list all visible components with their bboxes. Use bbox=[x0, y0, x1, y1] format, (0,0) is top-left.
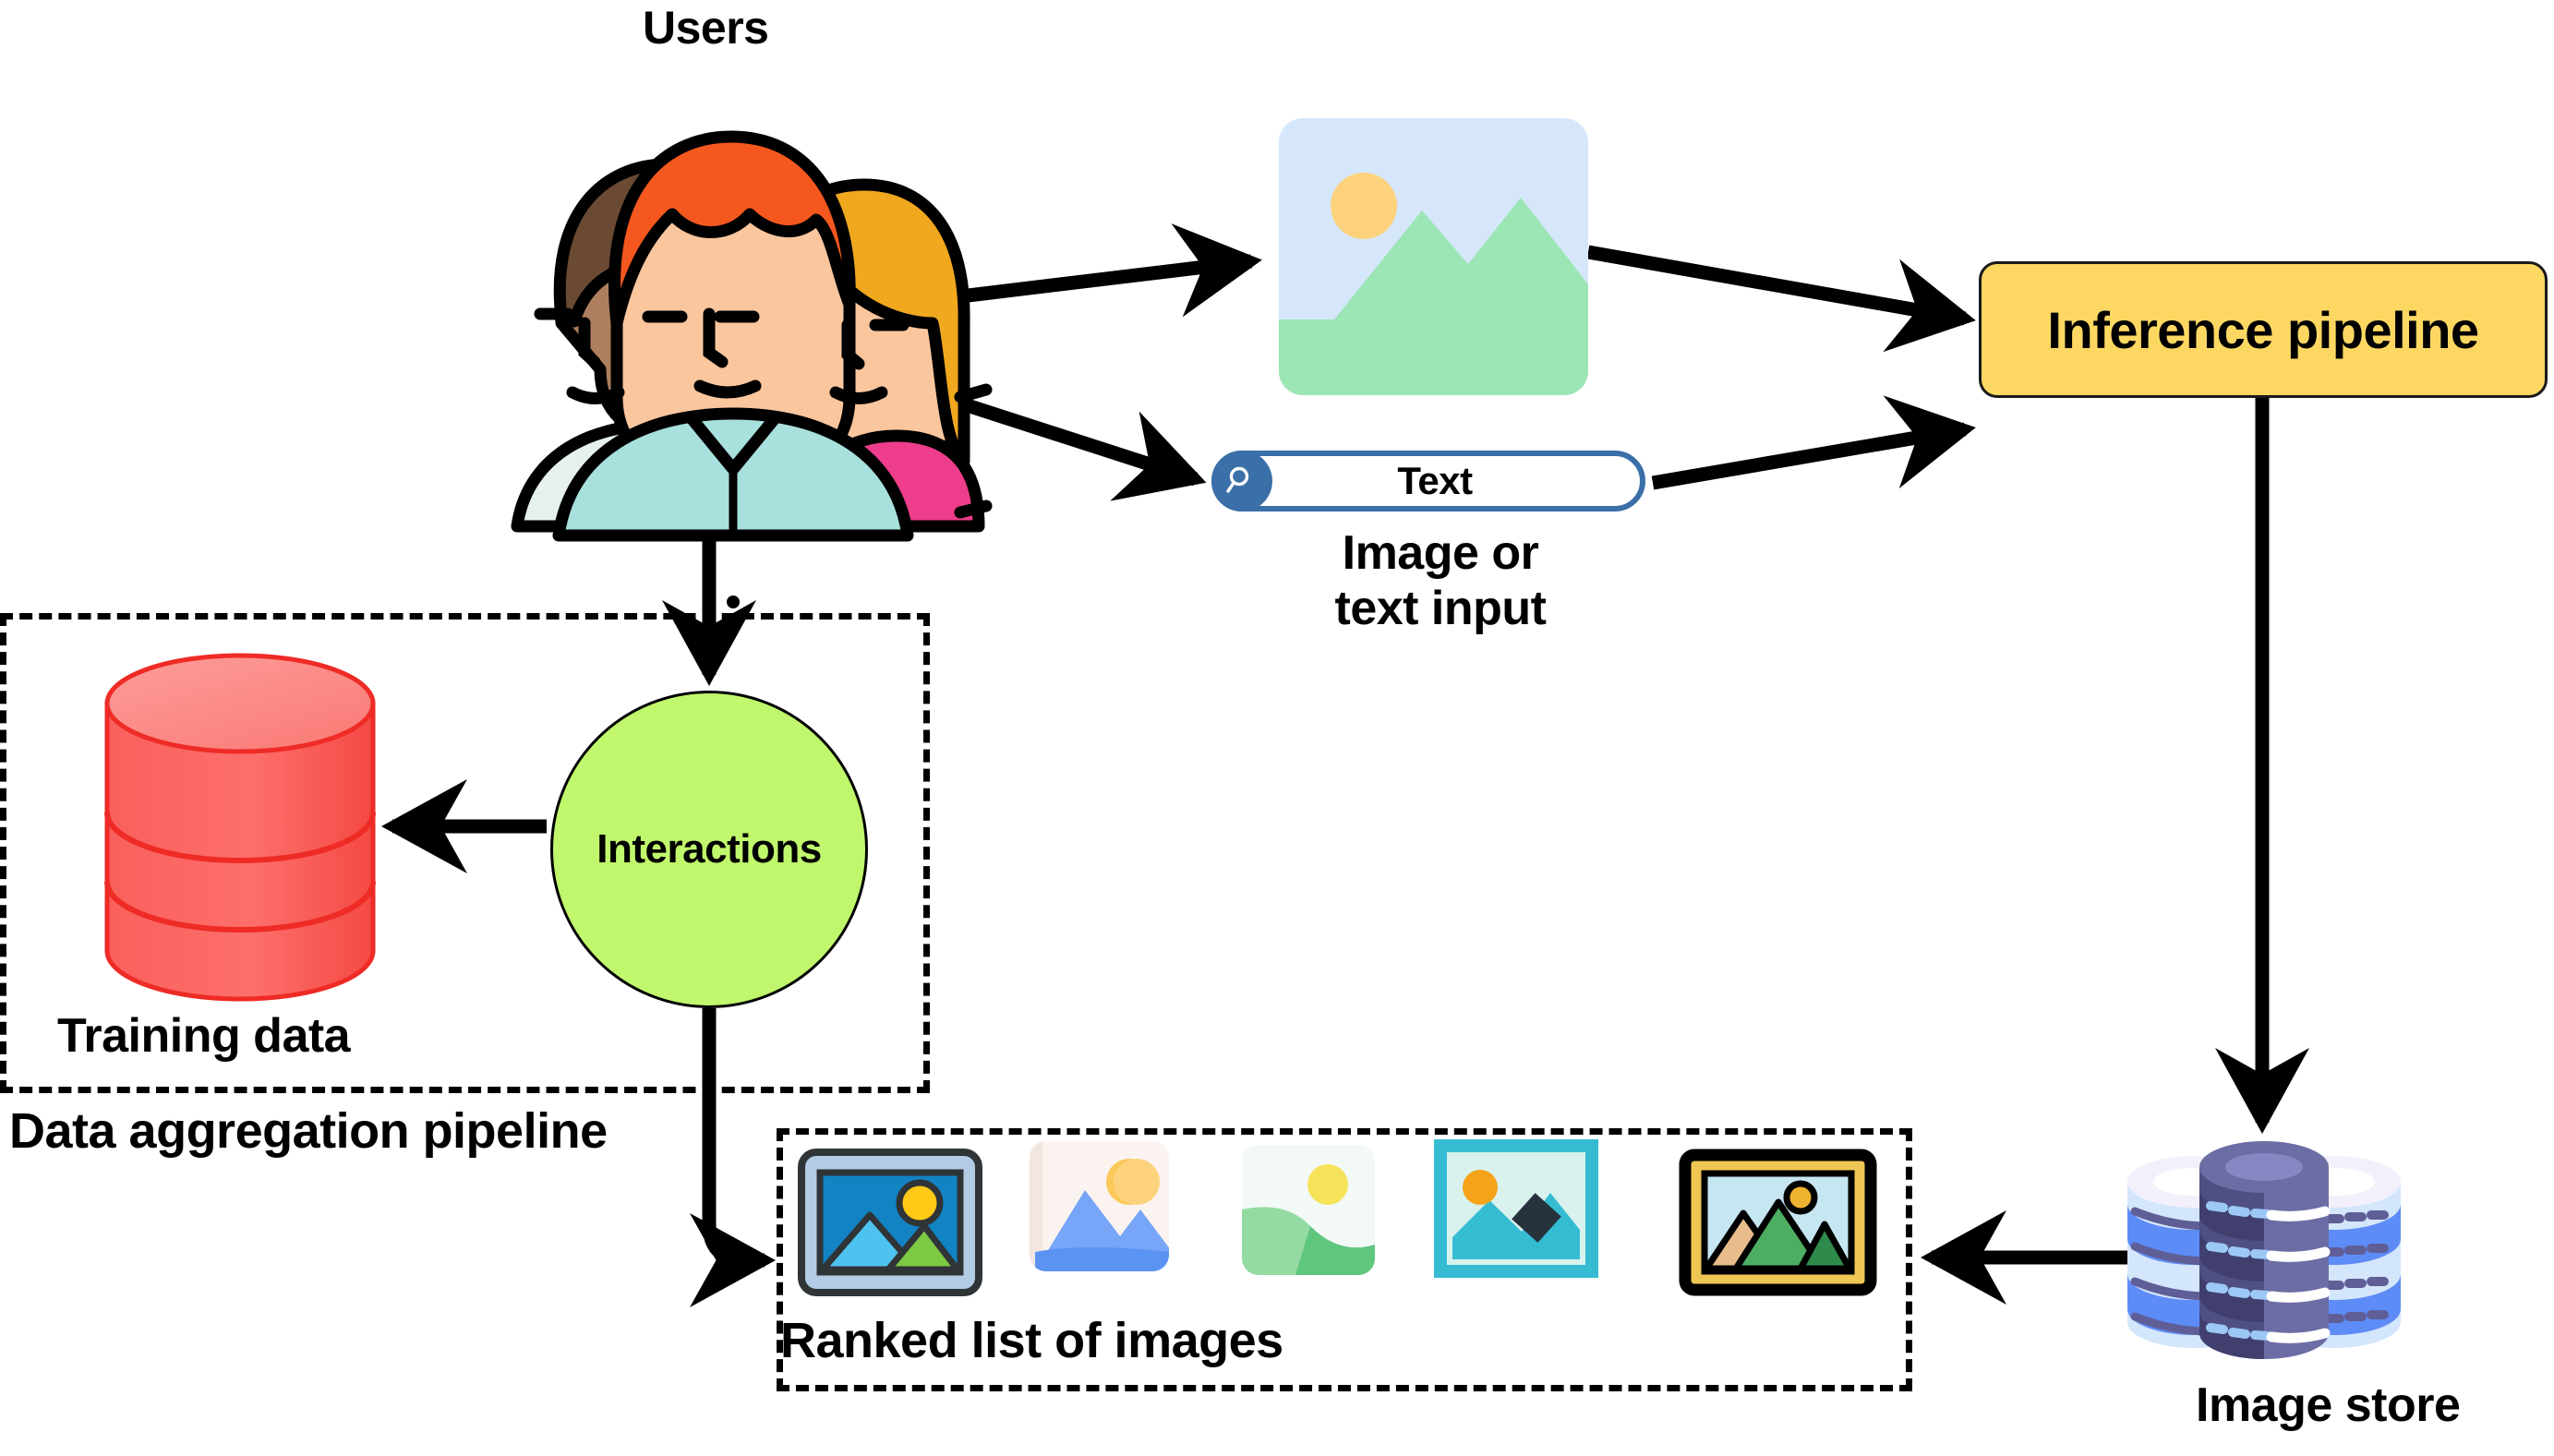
search-input-value: Text bbox=[1397, 459, 1473, 502]
training-data-cylinder bbox=[104, 653, 376, 1002]
data-aggregation-pipeline-group bbox=[0, 613, 930, 1093]
users-label: Users bbox=[643, 2, 769, 54]
ranked-image-4[interactable] bbox=[1434, 1139, 1598, 1278]
ranked-image-1[interactable] bbox=[798, 1149, 982, 1296]
image-store-database bbox=[2127, 1141, 2401, 1359]
image-store-label: Image store bbox=[2196, 1378, 2461, 1432]
ranked-image-2[interactable] bbox=[1028, 1139, 1171, 1273]
edge-text-input-to-inference bbox=[1651, 395, 1976, 490]
ranked-image-3[interactable] bbox=[1240, 1143, 1377, 1277]
edge-interactions-to-ranked-list bbox=[689, 1008, 776, 1307]
edge-users-to-text-input bbox=[950, 393, 1207, 501]
ranked-image-5[interactable] bbox=[1679, 1149, 1877, 1296]
search-icon bbox=[1211, 451, 1272, 511]
input-caption: Image or text input bbox=[1334, 526, 1547, 635]
interactions-label: Interactions bbox=[596, 826, 822, 872]
ranked-list-group bbox=[777, 1128, 1912, 1391]
text-search-input[interactable]: Text bbox=[1211, 451, 1645, 511]
inference-pipeline-node[interactable]: Inference pipeline bbox=[1979, 261, 2548, 398]
users-avatar bbox=[511, 130, 993, 608]
ranked-list-label: Ranked list of images bbox=[780, 1313, 1283, 1368]
data-aggregation-pipeline-label: Data aggregation pipeline bbox=[9, 1103, 608, 1159]
training-data-label: Training data bbox=[57, 1009, 351, 1063]
edge-users-to-image-input bbox=[952, 223, 1262, 318]
inference-pipeline-label: Inference pipeline bbox=[2047, 300, 2479, 359]
image-input-icon bbox=[1279, 118, 1588, 395]
edge-image-input-to-inference bbox=[1586, 245, 1976, 353]
interactions-node[interactable]: Interactions bbox=[550, 691, 868, 1008]
